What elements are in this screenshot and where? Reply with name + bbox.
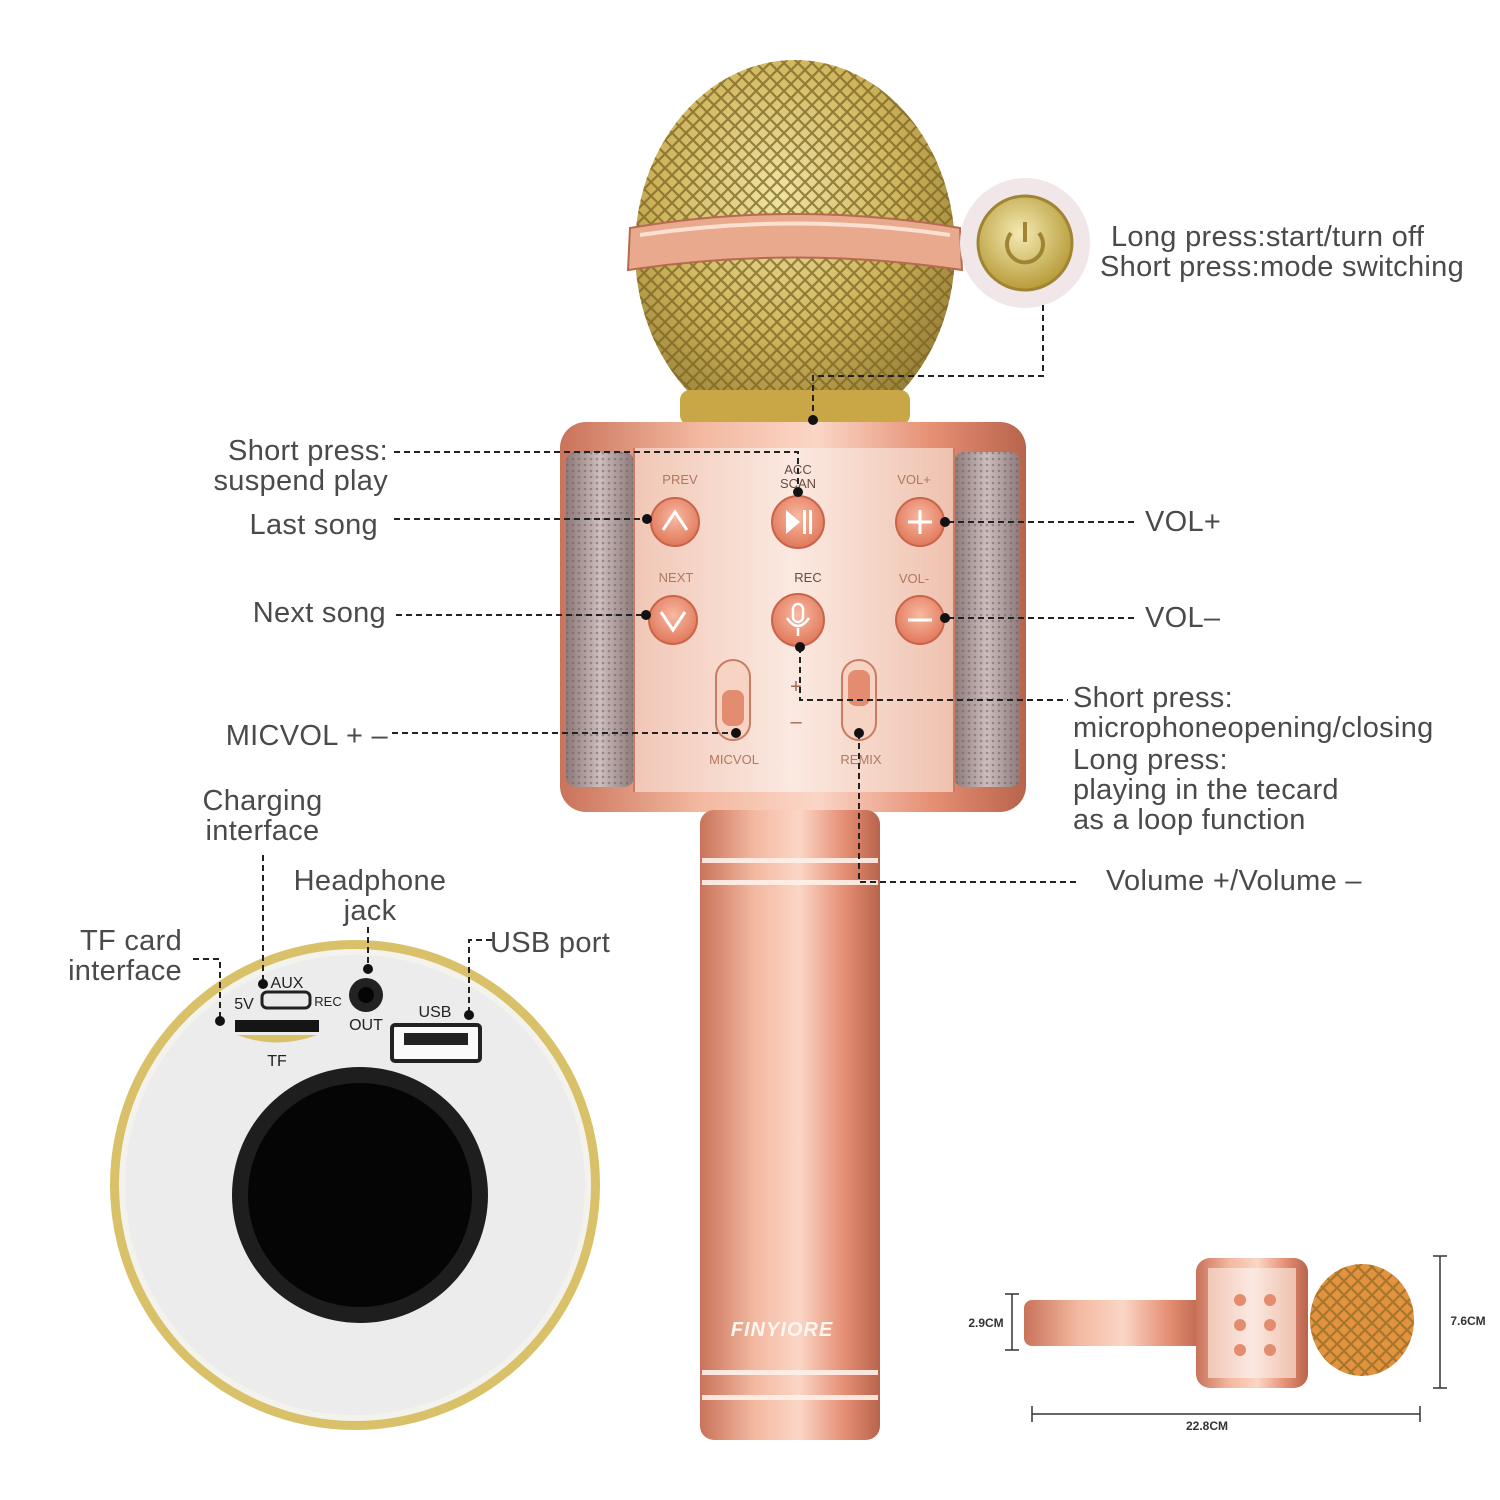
leader-dots — [215, 415, 950, 1026]
aux-port[interactable] — [260, 990, 312, 1010]
callout-suspend-line1: Short press: — [228, 435, 388, 467]
panel-minus-mark: – — [790, 711, 802, 733]
panel-prev-label: PREV — [662, 472, 698, 487]
power-icon — [1005, 222, 1045, 265]
usb-port[interactable] — [390, 1023, 482, 1063]
panel-plus-mark: + — [790, 676, 802, 698]
rec-button[interactable] — [771, 593, 825, 647]
mic-icon — [785, 602, 811, 636]
callout-remix: Volume +/Volume – — [1106, 865, 1362, 897]
panel-volminus-label: VOL- — [899, 571, 929, 586]
vol-up-button[interactable] — [895, 497, 945, 547]
callout-vol-minus: VOL– — [1145, 602, 1221, 634]
callout-vol-plus: VOL+ — [1145, 506, 1222, 538]
callout-power-line1: Long press:start/turn off — [1111, 221, 1425, 253]
dim-length: 22.8CM — [1186, 1419, 1228, 1433]
panel-micvol-label: MICVOL — [709, 752, 759, 767]
callout-suspend: Short press: suspend play — [150, 436, 388, 496]
vol-down-button[interactable] — [895, 595, 945, 645]
base-tf-label: TF — [267, 1053, 287, 1070]
callout-last-song: Last song — [249, 509, 378, 541]
callout-rec-line3: Long press: — [1073, 744, 1228, 776]
callout-rec-line5: as a loop function — [1073, 804, 1306, 836]
base-rec-label: REC — [314, 994, 341, 1009]
callout-micvol: MICVOL + – — [225, 720, 388, 752]
callout-next-song: Next song — [252, 597, 386, 629]
callout-charging-line1: Charging — [202, 785, 323, 817]
dim-head-diameter: 7.6CM — [1450, 1314, 1485, 1328]
base-usb-label: USB — [419, 1004, 452, 1021]
callout-tf-card-line2: interface — [68, 955, 182, 987]
prev-icon — [661, 509, 689, 531]
play-pause-icon — [786, 510, 812, 534]
micvol-slider[interactable] — [715, 659, 751, 741]
side-view-mic — [1024, 1258, 1414, 1388]
panel-volplus-label: VOL+ — [897, 472, 931, 487]
callout-tf-card: TF card interface — [40, 926, 182, 986]
next-icon — [659, 611, 687, 633]
callout-charging: Charging interface — [180, 786, 345, 846]
panel-next-label: NEXT — [659, 570, 694, 585]
dim-handle-diameter: 2.9CM — [968, 1316, 1003, 1330]
prev-button[interactable] — [650, 497, 700, 547]
callout-tf-card-line1: TF card — [80, 925, 182, 957]
callout-charging-line2: interface — [205, 815, 320, 847]
play-pause-button[interactable] — [771, 495, 825, 549]
panel-remix-label: REMIX — [840, 752, 882, 767]
callout-usb: USB port — [490, 927, 611, 959]
callout-headphone-line2: jack — [343, 895, 397, 927]
callout-headphone: Headphone jack — [280, 866, 460, 926]
callout-rec-line4: playing in the tecard — [1073, 774, 1339, 806]
callout-rec-line2: microphoneopening/closing — [1073, 712, 1434, 744]
brand-logo: FINYIORE — [731, 1319, 833, 1341]
tf-slot[interactable] — [235, 1020, 319, 1043]
headphone-jack[interactable] — [349, 978, 383, 1012]
next-button[interactable] — [648, 595, 698, 645]
leader-lines — [193, 305, 1138, 1018]
base-aux-label: AUX — [271, 975, 304, 992]
callout-suspend-line2: suspend play — [213, 465, 388, 497]
callout-power-line2: Short press:mode switching — [1100, 251, 1465, 283]
callout-power: Long press:start/turn off Short press:mo… — [1100, 222, 1464, 282]
mic-head — [626, 60, 964, 440]
power-button-zoom[interactable] — [960, 178, 1090, 308]
vol-up-icon — [908, 510, 932, 534]
callout-rec-line1: Short press: — [1073, 682, 1233, 714]
base-out-label: OUT — [349, 1017, 383, 1034]
callout-headphone-line1: Headphone — [293, 865, 447, 897]
dimension-lines — [1005, 1255, 1447, 1422]
base-bottom-view — [110, 940, 600, 1430]
panel-rec-label: REC — [794, 570, 821, 585]
callout-rec: Short press: microphoneopening/closing L… — [1073, 683, 1434, 835]
base-5v-label: 5V — [234, 996, 254, 1013]
mic-handle — [700, 810, 880, 1440]
